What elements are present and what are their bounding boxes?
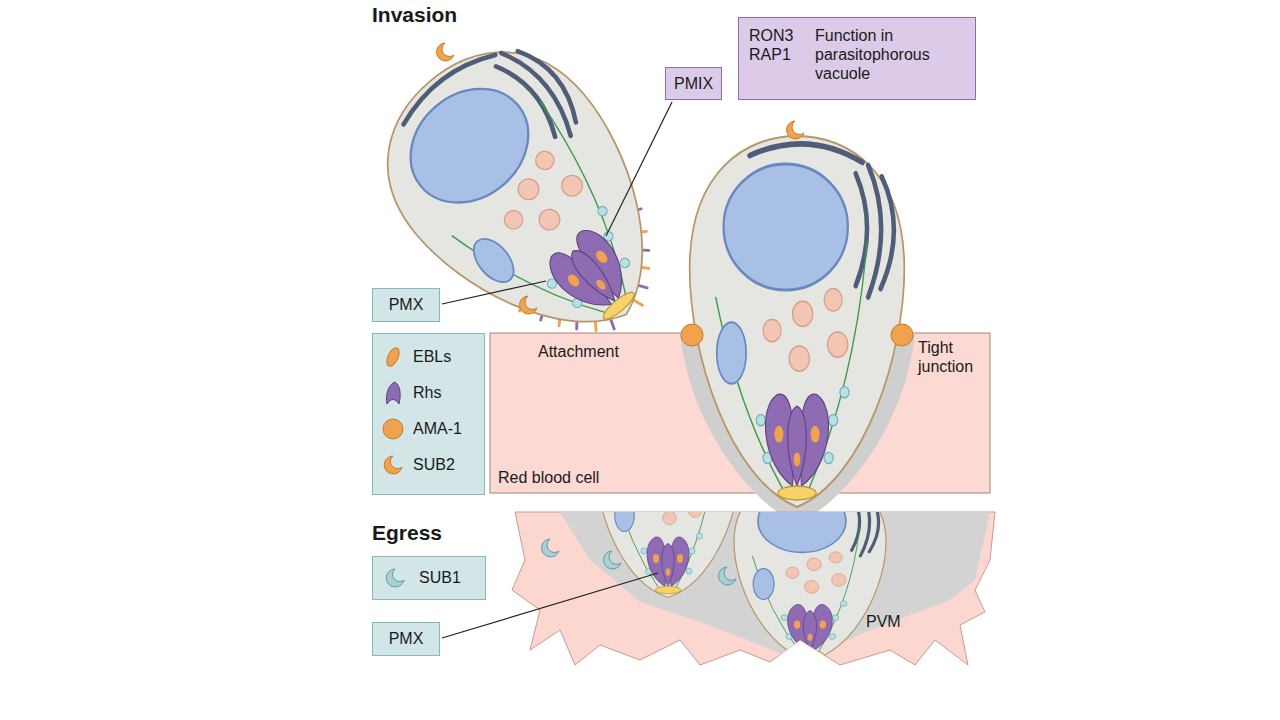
- enzyme-box: PMX: [372, 622, 440, 656]
- legend-text: EBLs: [413, 347, 451, 366]
- legend-entry: EBLs: [381, 344, 476, 370]
- legend-text: AMA-1: [413, 419, 462, 438]
- legend-text: SUB2: [413, 455, 455, 474]
- enzyme-box: PMX: [372, 288, 440, 322]
- node-text: PMIX: [674, 74, 713, 93]
- ama1-junction: [681, 324, 703, 346]
- node-text: RON3 RAP1: [749, 26, 801, 64]
- merozoite-attaching: [347, 11, 712, 388]
- node-text: Red blood cell: [498, 468, 599, 487]
- node-text: PMX: [389, 295, 424, 314]
- ama1-junction: [891, 324, 913, 346]
- protease-box: SUB1: [372, 556, 486, 600]
- legend-entry: Rhs: [381, 380, 476, 406]
- legend-box: EBLsRhsAMA-1SUB2: [372, 333, 485, 495]
- legend-text: Rhs: [413, 383, 441, 402]
- stage-label: Attachment: [538, 342, 619, 361]
- function-box: RON3 RAP1 Function in parasitophorous vac…: [738, 17, 976, 100]
- legend-entry: AMA-1: [381, 416, 476, 442]
- legend-symbol: [381, 380, 405, 406]
- merozoite-entering: [690, 136, 905, 507]
- legend-symbol: [381, 452, 405, 478]
- legend-entry: SUB2: [381, 452, 476, 478]
- node-text: SUB1: [419, 568, 461, 587]
- section-title: Egress: [372, 520, 442, 545]
- sub1-icon: [383, 566, 407, 590]
- enzyme-box: PMIX: [665, 67, 722, 100]
- section-title: Invasion: [372, 2, 457, 27]
- node-text: Function in parasitophorous vacuole: [815, 26, 965, 84]
- stage-label: Tight junction: [918, 338, 986, 376]
- legend-symbol: [381, 344, 405, 370]
- membrane-label: PVM: [866, 612, 901, 631]
- node-text: PMX: [389, 629, 424, 648]
- legend-symbol: [381, 416, 405, 442]
